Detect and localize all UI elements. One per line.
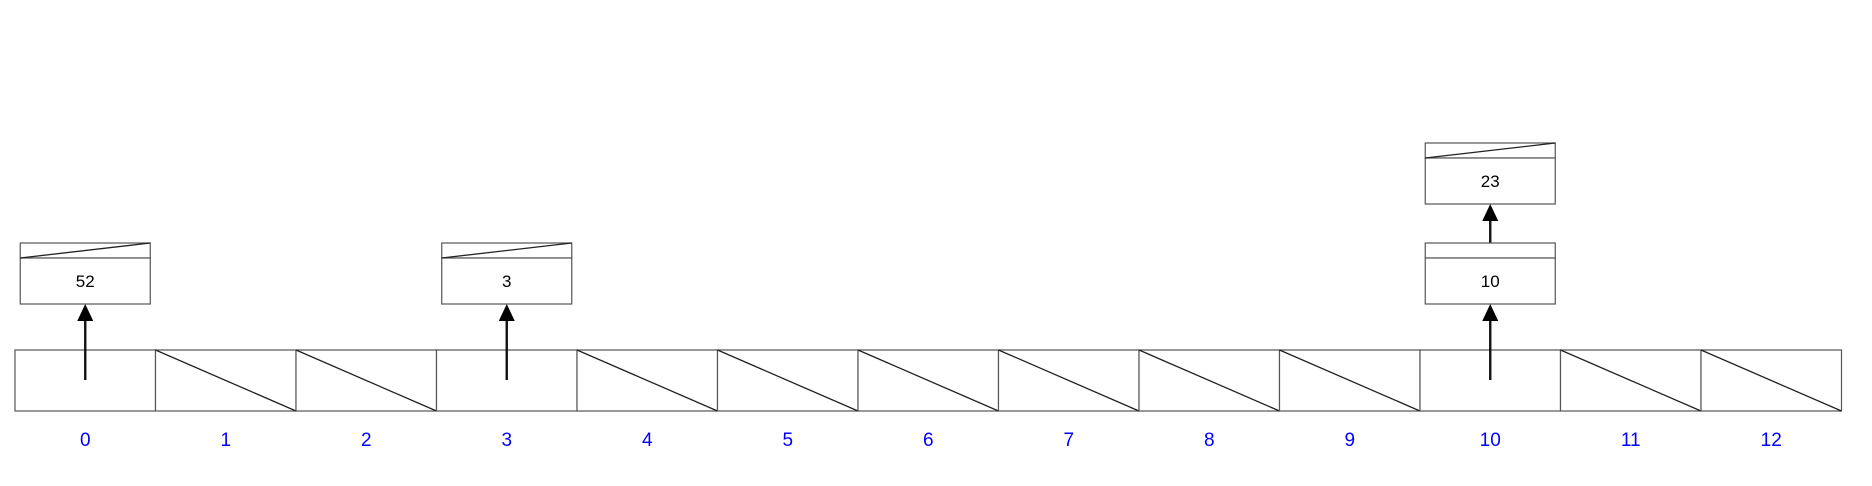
null-pointer-slash [998,349,1140,412]
null-pointer-slash [295,349,437,412]
table-slots [14,349,1843,412]
node-23-value-field [1424,157,1556,205]
null-pointer-slash [155,349,297,412]
arrow-to-node-23-head [1482,204,1499,221]
slot-index-12: 12 [1761,430,1782,451]
slot-index-5: 5 [782,430,793,451]
slot-index-6: 6 [923,430,934,451]
chain-nodes: 52 3 10 23 [19,142,1556,305]
null-pointer-slash [1560,349,1702,412]
null-pointer-slash [857,349,999,412]
slot-index-10: 10 [1480,430,1501,451]
arrow-to-node-10-head [1482,304,1499,321]
arrow-to-node-52-head [77,304,94,321]
node-value-52: 52 [76,272,95,291]
null-pointer-slash [1279,349,1421,412]
arrow-to-node-3-head [498,304,515,321]
node-52-value-field [19,257,151,305]
slot-index-1: 1 [220,430,231,451]
slot-index-0: 0 [80,430,91,451]
node-value-10: 10 [1481,272,1500,291]
null-pointer-slash [576,349,718,412]
node-10-next-field [1424,242,1556,259]
node-23-null-slash [1425,142,1556,159]
slot-index-2: 2 [361,430,372,451]
node-3-null-slash [441,242,572,259]
null-pointer-slash [1138,349,1280,412]
chain-arrows [77,204,1499,380]
slot-index-9: 9 [1344,430,1355,451]
node-value-3: 3 [502,272,511,291]
node-52-null-slash [20,242,151,259]
null-pointer-slash [1700,349,1842,412]
slot-index-3: 3 [501,430,512,451]
slot-index-7: 7 [1063,430,1074,451]
null-pointer-slash [717,349,859,412]
slot-index-4: 4 [642,430,653,451]
node-3-value-field [441,257,573,305]
slot-index-8: 8 [1204,430,1215,451]
slot-index-11: 11 [1621,430,1641,451]
node-value-23: 23 [1481,172,1500,191]
node-10-value-field [1424,257,1556,305]
